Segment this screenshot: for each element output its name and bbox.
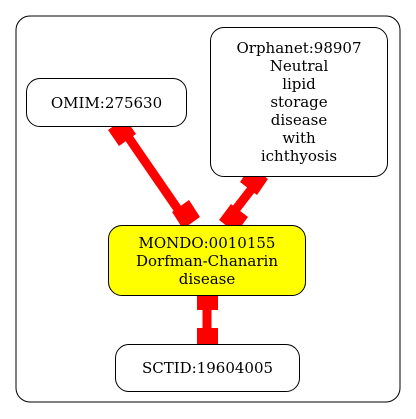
node-sctid[interactable]: SCTID:19604005 [115, 344, 300, 392]
edge-head-marker [172, 200, 200, 229]
edge-line [118, 125, 190, 224]
edge-mondo-sctid [197, 290, 218, 348]
edge-head-marker [197, 328, 218, 348]
edge-omim-mondo [108, 118, 200, 229]
node-mondo[interactable]: MONDO:0010155 Dorfman-Chanarin disease [108, 225, 306, 296]
node-omim[interactable]: OMIM:275630 [26, 78, 187, 127]
node-orphanet[interactable]: Orphanet:98907 Neutral lipid storage dis… [210, 27, 388, 177]
cluster-border [15, 15, 401, 403]
